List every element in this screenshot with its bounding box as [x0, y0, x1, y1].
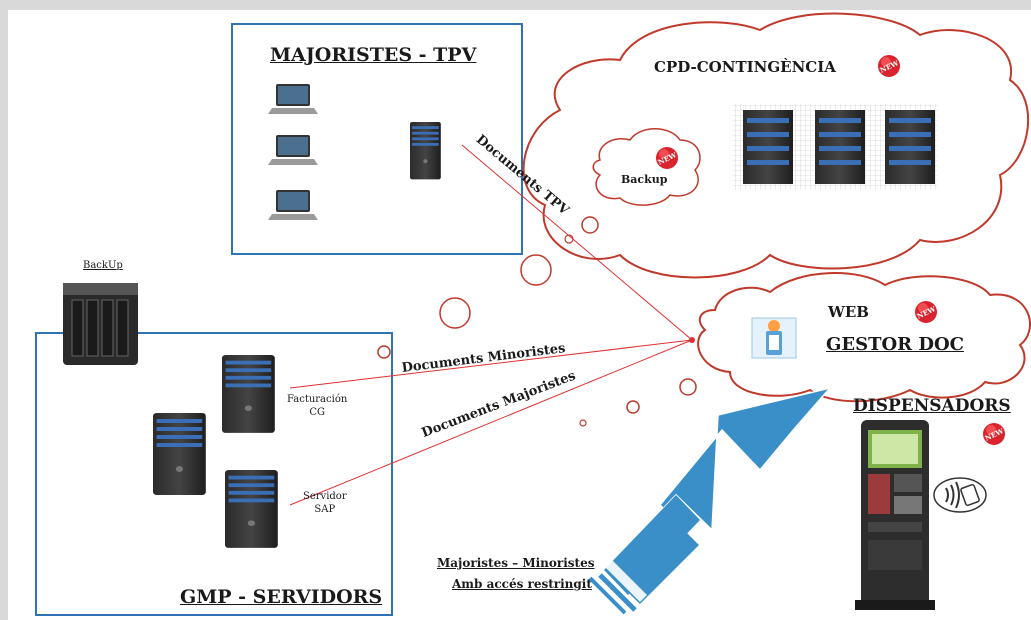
- web-cloud: [697, 272, 1031, 403]
- majoristes-title: MAJORISTES - TPV: [270, 44, 477, 66]
- majoristes-box: [231, 23, 523, 255]
- server-rack-icon: [885, 110, 935, 184]
- cpd-title: CPD-CONTINGÈNCIA: [654, 58, 836, 76]
- server-tower-icon: [222, 355, 275, 433]
- new-badge-icon: [656, 147, 679, 169]
- documents-majoristes-label: Documents Majoristes: [420, 368, 578, 441]
- server-tower-icon: [225, 470, 278, 548]
- backup-cloud-label: Backup: [621, 173, 668, 186]
- web-label: WEB: [828, 303, 869, 321]
- access-note-line2: Amb accés restringit: [452, 577, 592, 591]
- server-tower-icon: [410, 122, 441, 180]
- kiosk-icon: [855, 420, 935, 610]
- server-rack-icon: [743, 110, 793, 184]
- server-tower-icon: [153, 413, 206, 495]
- nas-icon: [63, 283, 138, 365]
- dispensadors-title: DISPENSADORS: [853, 396, 1011, 416]
- contactless-icon: [933, 477, 987, 513]
- gmp-box: [35, 332, 393, 616]
- new-badge-icon: [915, 301, 938, 323]
- web-app-icon: [751, 317, 797, 359]
- documents-minoristes-label: Documents Minoristes: [401, 341, 566, 376]
- laptop-icon: [268, 190, 318, 220]
- new-badge-icon: [878, 55, 901, 77]
- nas-label: BackUp: [83, 260, 123, 271]
- gestor-doc-label: GESTOR DOC: [826, 334, 965, 355]
- server-rack-icon: [815, 110, 865, 184]
- new-badge-icon: [983, 423, 1006, 445]
- sap-label: Servidor SAP: [303, 491, 347, 515]
- facturacion-label: Facturación CG: [287, 394, 348, 418]
- laptop-icon: [268, 84, 318, 114]
- access-note-line1: Majoristes – Minoristes: [437, 556, 595, 570]
- backup-cloud: [592, 128, 701, 206]
- laptop-icon: [268, 135, 318, 165]
- gmp-title: GMP - SERVIDORS: [180, 586, 383, 608]
